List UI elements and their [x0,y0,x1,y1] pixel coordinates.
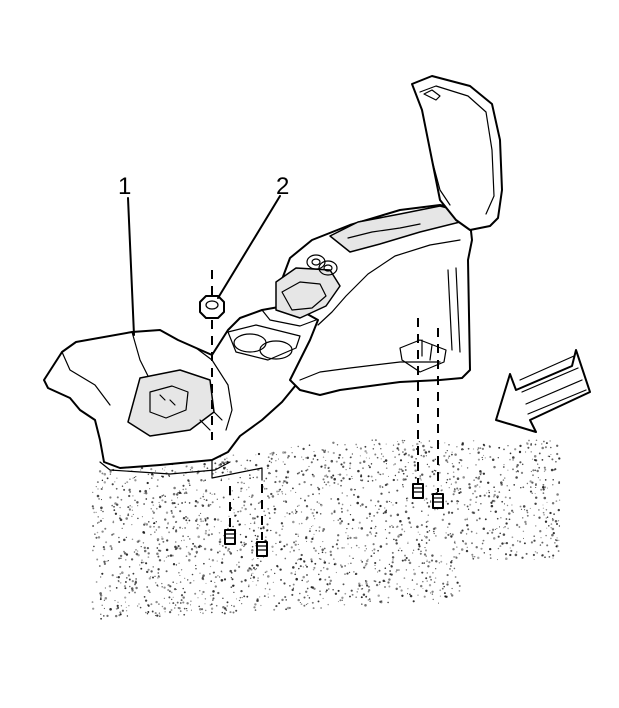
stud [256,541,268,557]
stud [412,483,424,499]
floor-studs [224,483,444,557]
vehicle-front-arrow-icon [495,349,591,433]
armrest-lid [411,75,503,231]
console-rear-section [275,204,473,396]
floor-carpet [91,439,561,620]
console-front-section [43,299,331,475]
installation-guide-lines [211,270,439,540]
stud [224,529,236,545]
callout-leaders [127,195,281,336]
callout-1: 1 [118,173,131,200]
callout-2: 2 [276,173,289,200]
console-nut-fastener [199,295,225,319]
stud [432,493,444,509]
